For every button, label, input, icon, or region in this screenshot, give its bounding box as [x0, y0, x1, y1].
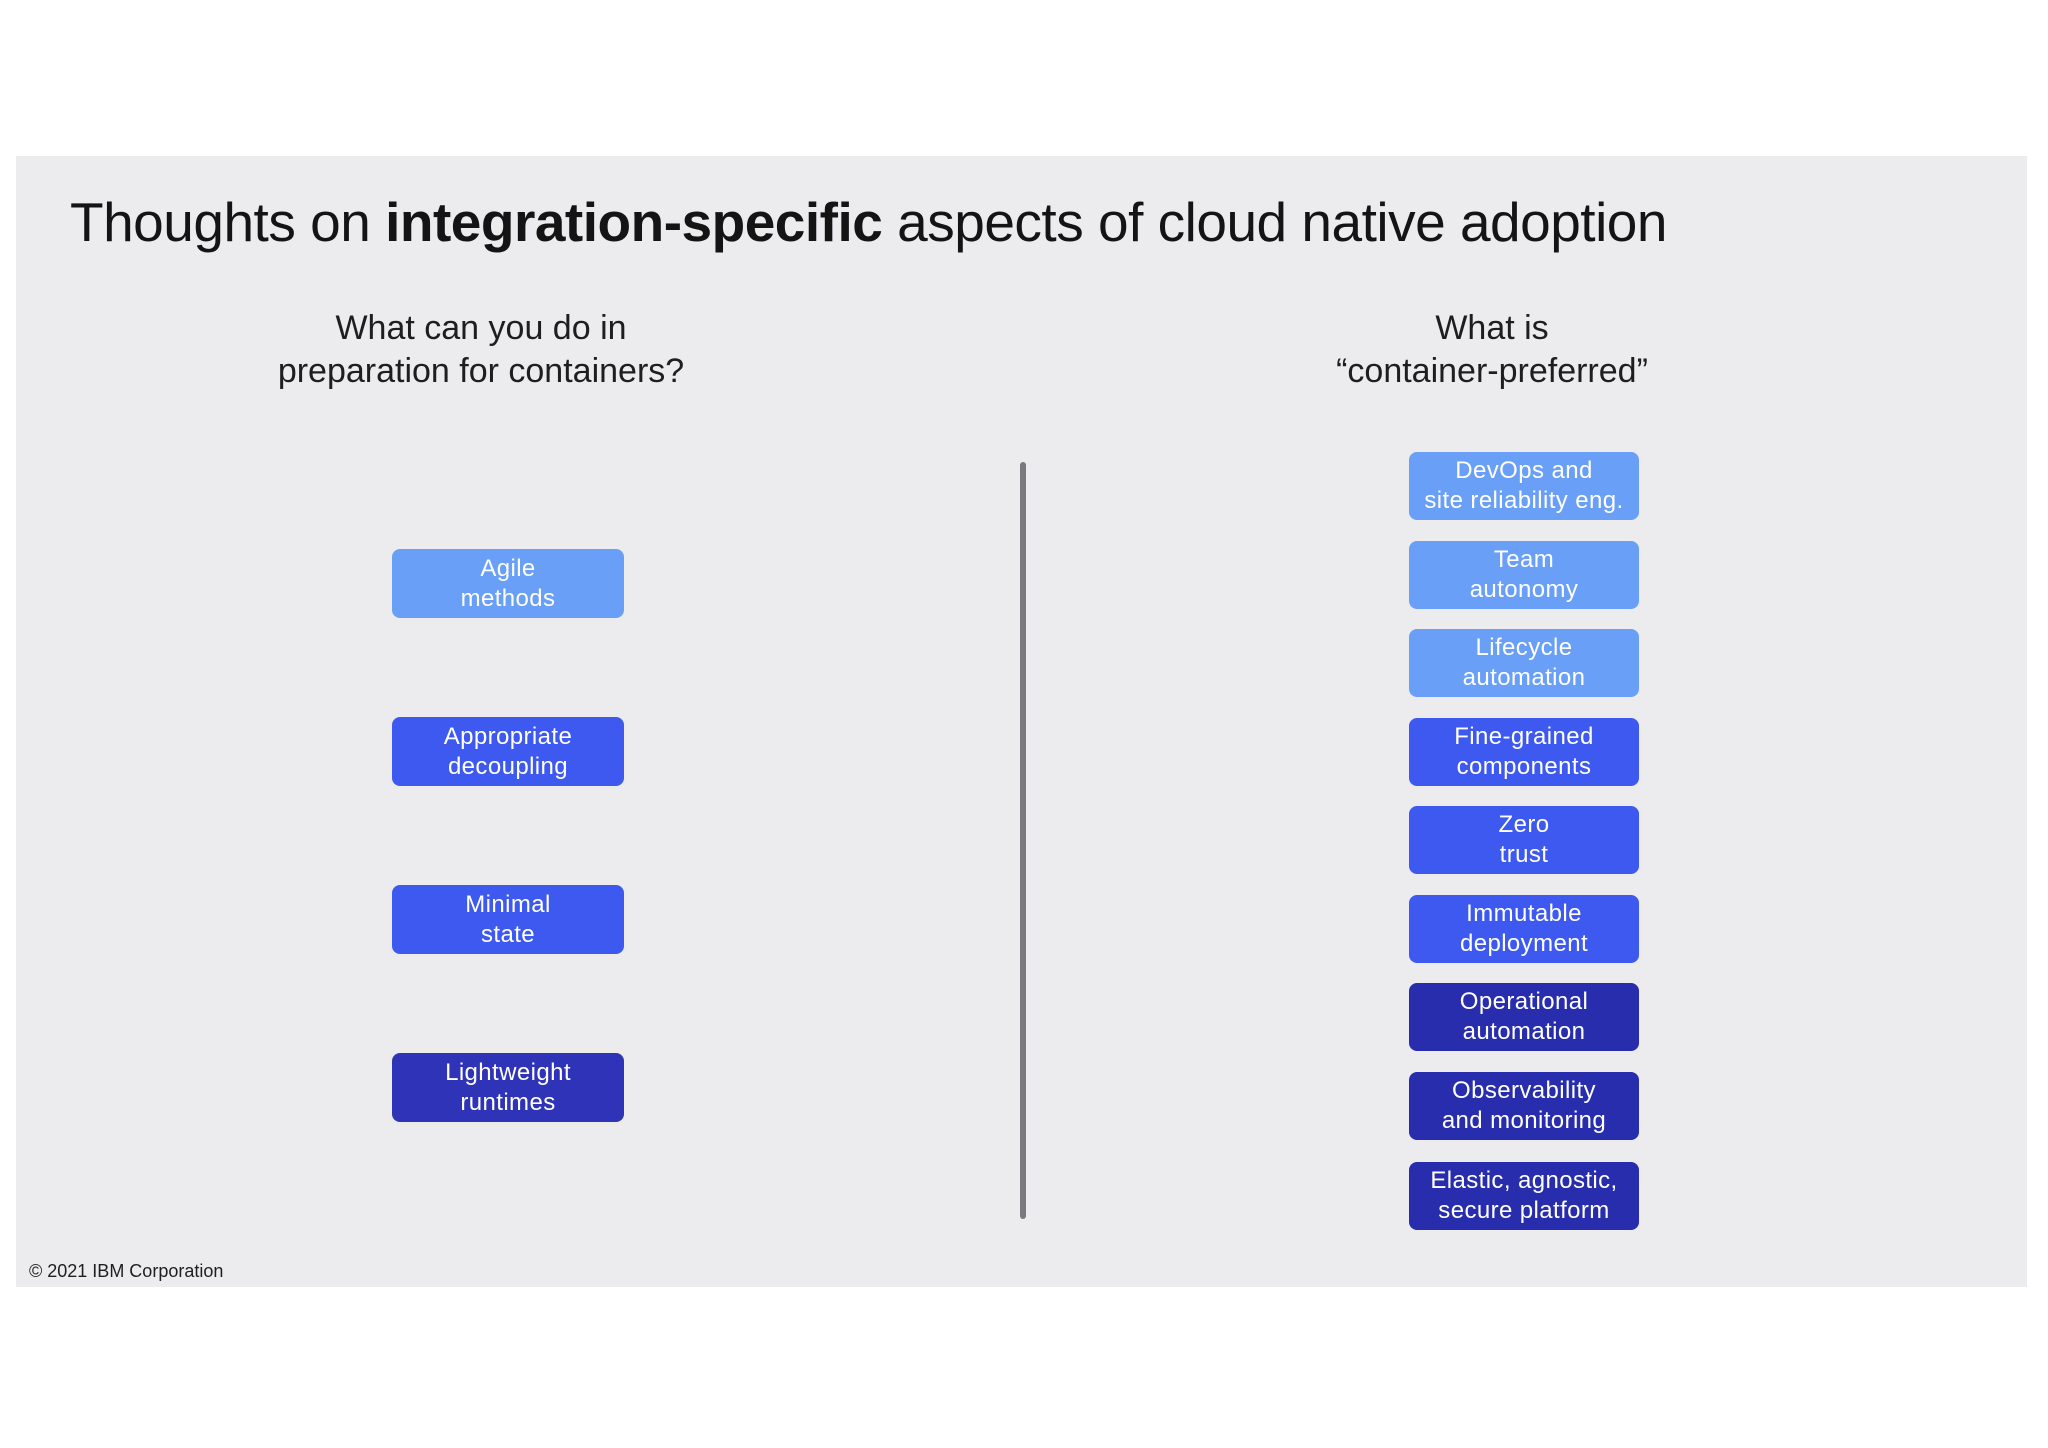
box-label-line: Observability	[1452, 1077, 1596, 1104]
box-label-line: Immutable	[1466, 900, 1582, 927]
box-devops-sre: DevOps and site reliability eng.	[1409, 452, 1639, 520]
box-label-line: Operational	[1459, 988, 1589, 1015]
box-label-line: and monitoring	[1441, 1107, 1607, 1134]
box-appropriate-decoupling: Appropriate decoupling	[392, 717, 624, 786]
box-label-line: trust	[1499, 841, 1549, 868]
box-label-line: autonomy	[1469, 576, 1579, 603]
box-label-line: site reliability eng.	[1424, 487, 1624, 514]
box-lifecycle-automation: Lifecycle automation	[1409, 629, 1639, 697]
footer-copyright: © 2021 IBM Corporation	[29, 1261, 224, 1281]
box-agile-methods: Agile methods	[392, 549, 624, 618]
box-immutable-deployment: Immutable deployment	[1409, 895, 1639, 963]
box-label-line: automation	[1462, 664, 1586, 691]
box-label-line: Minimal	[465, 890, 551, 918]
title-prefix: Thoughts on	[70, 191, 386, 253]
box-label-line: Lifecycle	[1475, 634, 1573, 661]
box-observability-monitoring: Observability and monitoring	[1409, 1072, 1639, 1140]
box-label-line: components	[1456, 753, 1592, 780]
right-column-heading: What is “container-preferred”	[1192, 307, 1792, 393]
box-label-line: methods	[460, 584, 556, 612]
left-column-heading: What can you do in preparation for conta…	[181, 307, 781, 393]
box-label-line: Team	[1493, 546, 1555, 573]
box-label-line: runtimes	[460, 1088, 556, 1116]
box-label-line: state	[480, 920, 536, 948]
left-heading-line1: What can you do in	[335, 309, 627, 347]
box-label-line: Lightweight	[445, 1058, 571, 1086]
page-title: Thoughts on integration-specific aspects…	[70, 190, 1667, 254]
box-label-line: DevOps and	[1455, 457, 1593, 484]
box-team-autonomy: Team autonomy	[1409, 541, 1639, 609]
box-label-line: Agile	[480, 554, 536, 582]
box-label-line: secure platform	[1438, 1197, 1610, 1224]
box-lightweight-runtimes: Lightweight runtimes	[392, 1053, 624, 1122]
title-suffix: aspects of cloud native adoption	[882, 191, 1667, 253]
box-elastic-agnostic-secure-platform: Elastic, agnostic, secure platform	[1409, 1162, 1639, 1230]
box-label-line: decoupling	[447, 752, 569, 780]
box-label-line: Elastic, agnostic,	[1430, 1167, 1618, 1194]
box-label-line: Appropriate	[443, 722, 573, 750]
divider-line	[1020, 462, 1026, 1219]
box-label-line: Zero	[1498, 811, 1550, 838]
box-operational-automation: Operational automation	[1409, 983, 1639, 1051]
left-heading-line2: preparation for containers?	[277, 352, 685, 390]
box-zero-trust: Zero trust	[1409, 806, 1639, 874]
right-heading-line1: What is	[1435, 309, 1549, 347]
title-emphasis: integration-specific	[385, 191, 883, 253]
box-fine-grained-components: Fine-grained components	[1409, 718, 1639, 786]
box-label-line: deployment	[1459, 930, 1589, 957]
box-minimal-state: Minimal state	[392, 885, 624, 954]
box-label-line: Fine-grained	[1454, 723, 1594, 750]
box-label-line: automation	[1462, 1018, 1586, 1045]
right-heading-line2: “container-preferred”	[1336, 352, 1648, 390]
